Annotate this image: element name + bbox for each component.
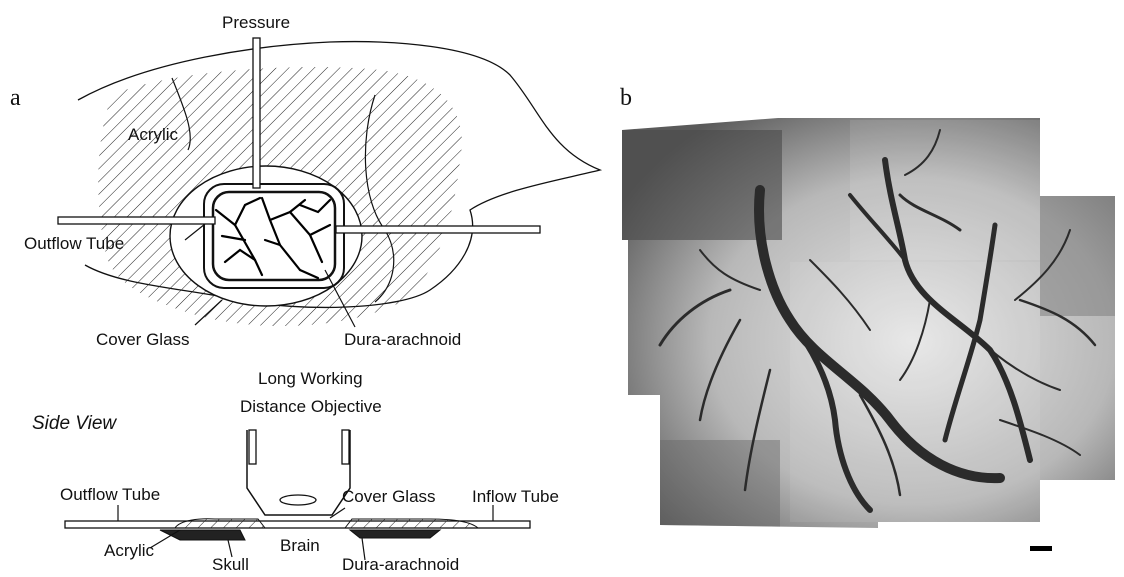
label-cover-glass: Cover Glass	[96, 331, 190, 348]
acrylic-left-mound	[175, 519, 265, 528]
objective-right-barrel	[342, 430, 349, 464]
label-skull: Skull	[212, 556, 249, 573]
top-view-diagram	[58, 38, 600, 327]
panel-label-b: b	[620, 85, 632, 112]
side-view-title: Side View	[32, 414, 116, 433]
inflow-tube	[336, 226, 540, 233]
label-side-outflow-tube: Outflow Tube	[60, 486, 160, 503]
label-outflow-tube: Outflow Tube	[24, 235, 124, 252]
label-side-cover-glass: Cover Glass	[342, 488, 436, 505]
objective-lens	[280, 495, 316, 505]
objective-left-barrel	[249, 430, 256, 464]
scale-bar	[1030, 546, 1052, 551]
label-inflow-tube: Inflow Tube	[472, 488, 559, 505]
outflow-tube	[58, 217, 215, 224]
label-side-acrylic: Acrylic	[104, 542, 154, 559]
skull-right	[350, 530, 440, 538]
pressure-tube	[253, 38, 260, 188]
cranial-window	[213, 192, 335, 280]
label-acrylic: Acrylic	[128, 126, 178, 143]
label-objective-line2: Distance Objective	[240, 398, 382, 415]
acrylic-right-mound	[345, 519, 478, 528]
vessel-photo-mosaic	[600, 110, 1120, 530]
label-dura-arachnoid: Dura-arachnoid	[344, 331, 461, 348]
label-pressure: Pressure	[222, 14, 290, 31]
label-brain: Brain	[280, 537, 320, 554]
label-objective-line1: Long Working	[258, 370, 363, 387]
panel-label-a: a	[10, 85, 21, 112]
label-side-dura-arachnoid: Dura-arachnoid	[342, 556, 459, 573]
